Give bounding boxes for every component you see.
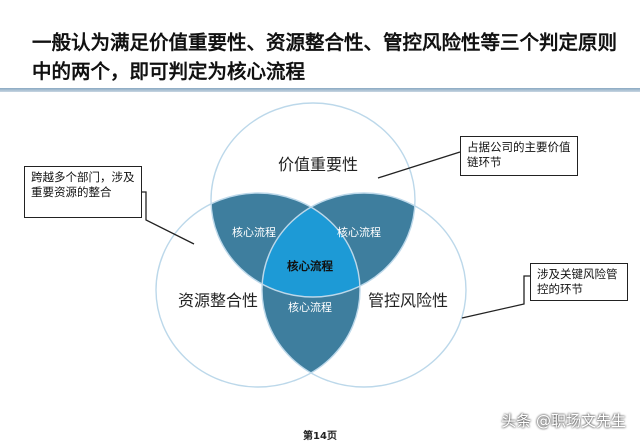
circle-label-right: 管控风险性 xyxy=(368,291,448,310)
circle-label-left: 资源整合性 xyxy=(178,291,258,310)
page-number: 第14页 xyxy=(303,431,337,442)
overlap-center xyxy=(262,193,360,297)
overlap-label-bottom: 核心流程 xyxy=(288,300,332,314)
overlap-label-top-right: 核心流程 xyxy=(337,225,381,239)
circle-left xyxy=(155,192,361,388)
circle-label-top: 价值重要性 xyxy=(278,155,358,174)
callout-resource-integration: 跨越多个部门，涉及重要资源的整合 xyxy=(24,166,142,218)
watermark: 头条 @职场文先生 xyxy=(501,412,626,430)
overlap-label-top-left: 核心流程 xyxy=(232,225,276,239)
connector-left xyxy=(142,191,195,245)
page-title: 一般认为满足价值重要性、资源整合性、管控风险性等三个判定原则中的两个，即可判定为… xyxy=(32,31,618,83)
title-divider xyxy=(0,88,640,92)
circle-right xyxy=(261,192,467,388)
connector-right-top xyxy=(377,151,461,179)
callout-value-importance: 占据公司的主要价值链环节 xyxy=(460,136,578,176)
connector-right-bottom xyxy=(461,275,530,319)
callout-risk-control: 涉及关键风险管控的环节 xyxy=(530,263,628,301)
circle-top xyxy=(210,102,416,298)
overlap-label-center: 核心流程 xyxy=(287,259,333,273)
